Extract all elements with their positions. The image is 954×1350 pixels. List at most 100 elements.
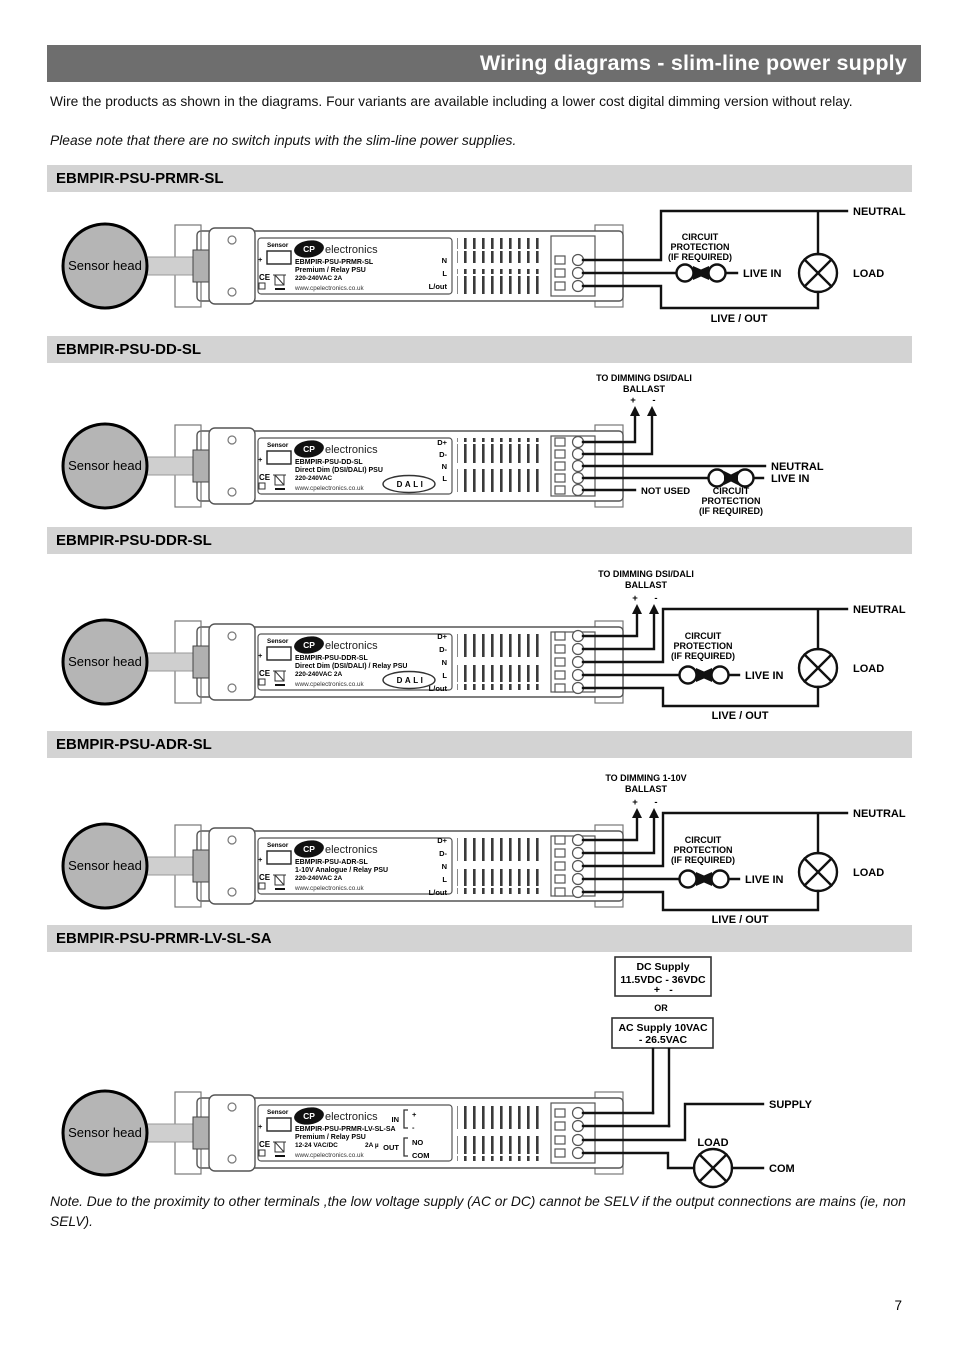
dc-minus: - — [669, 984, 673, 996]
ce-mark: CE — [259, 473, 271, 482]
plus-mark: + — [258, 455, 263, 464]
terminal-block — [550, 629, 596, 695]
terminal-label-dminus: D- — [439, 450, 447, 459]
plus-mark: + — [258, 855, 263, 864]
load-label: LOAD — [853, 867, 884, 879]
section-header-dd-sl: EBMPIR-PSU-DD-SL — [47, 336, 912, 363]
neutral-label: NEUTRAL — [853, 604, 906, 616]
weee-icon — [273, 1141, 286, 1157]
terminal-label-l: L — [442, 474, 447, 483]
sensor-module — [208, 827, 256, 905]
psu-unit: Sensor + CP electronics EBMPIR-PSU-PRMR-… — [142, 224, 624, 308]
sensor-head-label: Sensor head — [68, 654, 142, 669]
screw — [227, 1102, 237, 1112]
load-lamp-icon — [797, 252, 839, 294]
terminal-label-minus: - — [412, 1123, 415, 1132]
live-out-label: LIVE / OUT — [712, 710, 769, 722]
sensor-head: Sensor head — [61, 618, 149, 706]
section-header-adr-sl: EBMPIR-PSU-ADR-SL — [47, 731, 912, 758]
cp-electronics-logo: CP electronics — [294, 440, 378, 458]
box-icon — [258, 282, 266, 290]
screw — [227, 631, 237, 641]
circuit-protection-line2: PROTECTION — [673, 641, 732, 651]
screw — [227, 235, 237, 245]
screw — [227, 487, 237, 497]
terminal-label-l: L — [442, 269, 447, 278]
sensor-head-label: Sensor head — [68, 458, 142, 473]
arrow-up-icon — [649, 604, 659, 614]
arrow-up-icon — [630, 406, 640, 416]
ballast-line1: TO DIMMING DSI/DALI — [596, 373, 692, 383]
terminal-label-dplus: D+ — [437, 438, 447, 447]
circuit-wires — [581, 1047, 765, 1170]
svg-text:electronics: electronics — [325, 444, 378, 456]
circuit-protection-line3: (IF REQUIRED) — [671, 651, 735, 661]
svg-text:electronics: electronics — [325, 1111, 378, 1123]
vent-slots — [457, 269, 545, 294]
live-in-label: LIVE IN — [745, 874, 784, 886]
circuit-protection-line2: PROTECTION — [673, 845, 732, 855]
screw — [227, 435, 237, 445]
label-panel-content: Sensor + CP electronics EBMPIR-PSU-PRMR-… — [258, 1107, 430, 1160]
label-panel-content: Sensor + CP electronics EBMPIR-PSU-DDR-S… — [258, 632, 448, 693]
psu-unit: Sensor + CP electronics EBMPIR-PSU-ADR-S… — [142, 824, 624, 908]
fuse-icon — [675, 263, 727, 283]
screw — [227, 835, 237, 845]
terminal-label-lout: L/out — [429, 888, 448, 897]
neutral-label: NEUTRAL — [853, 206, 906, 218]
out-bracket — [403, 1137, 408, 1157]
ballast-plus: + — [632, 593, 638, 604]
sensor-head: Sensor head — [61, 1089, 149, 1177]
ballast-line1: TO DIMMING DSI/DALI — [598, 569, 694, 579]
sensor-port-label: Sensor — [267, 842, 289, 849]
svg-text:electronics: electronics — [325, 244, 378, 256]
svg-text:CP: CP — [303, 844, 315, 854]
sensor-module — [208, 623, 256, 701]
sensor-port-label: Sensor — [267, 638, 289, 645]
ballast-line1: TO DIMMING 1-10V — [605, 773, 686, 783]
sensor-module — [208, 227, 256, 305]
box-icon — [258, 678, 266, 686]
weee-icon — [273, 874, 286, 890]
psu-desc: 1-10V Analogue / Relay PSU — [295, 867, 388, 874]
vent-slots — [457, 469, 545, 494]
label-panel-content: Sensor + CP electronics EBMPIR-PSU-ADR-S… — [258, 836, 448, 897]
psu-model: EBMPIR-PSU-ADR-SL — [295, 859, 368, 866]
neutral-label: NEUTRAL — [853, 808, 906, 820]
section-header-prmr-sl: EBMPIR-PSU-PRMR-SL — [47, 165, 912, 192]
ac-supply-line1: AC Supply 10VAC — [618, 1022, 707, 1034]
live-in-label: LIVE IN — [745, 670, 784, 682]
terminal-label-lout: L/out — [429, 282, 448, 291]
com-label: COM — [769, 1163, 795, 1175]
terminal-label-lout: L/out — [429, 684, 448, 693]
terminal-block — [550, 235, 596, 297]
cp-electronics-logo: CP electronics — [294, 240, 378, 258]
arrow-up-icon — [632, 808, 642, 818]
circuit-protection-line3: (IF REQUIRED) — [699, 506, 763, 516]
ac-supply-line2: - 26.5VAC — [639, 1034, 688, 1046]
circuit-protection-line1: CIRCUIT — [685, 631, 722, 641]
svg-text:CP: CP — [303, 244, 315, 254]
sensor-socket-icon — [266, 850, 292, 865]
psu-rating: 220-240VAC 2A — [295, 275, 343, 282]
ballast-minus: - — [652, 395, 655, 406]
psu-model: EBMPIR-PSU-PRMR-LV-SL-SA — [295, 1126, 396, 1133]
svg-text:DALI: DALI — [397, 480, 426, 489]
intro-text: Wire the products as shown in the diagra… — [50, 94, 853, 109]
sensor-socket-icon — [266, 450, 292, 465]
not-used-label: NOT USED — [641, 486, 690, 497]
terminal-label-dplus: D+ — [437, 836, 447, 845]
load-lamp-icon — [797, 647, 839, 689]
sensor-head-label: Sensor head — [68, 858, 142, 873]
psu-model: EBMPIR-PSU-PRMR-SL — [295, 259, 374, 266]
live-in-label: LIVE IN — [771, 473, 810, 485]
section-header-prmr-lv-sl-sa: EBMPIR-PSU-PRMR-LV-SL-SA — [47, 925, 912, 952]
in-label: IN — [392, 1115, 400, 1124]
ce-mark: CE — [259, 669, 271, 678]
fuse-icon — [678, 869, 730, 889]
svg-text:electronics: electronics — [325, 640, 378, 652]
ballast-line2: BALLAST — [623, 384, 665, 394]
screw — [227, 287, 237, 297]
psu-url: www.cpelectronics.co.uk — [294, 285, 364, 292]
weee-icon — [273, 274, 286, 290]
